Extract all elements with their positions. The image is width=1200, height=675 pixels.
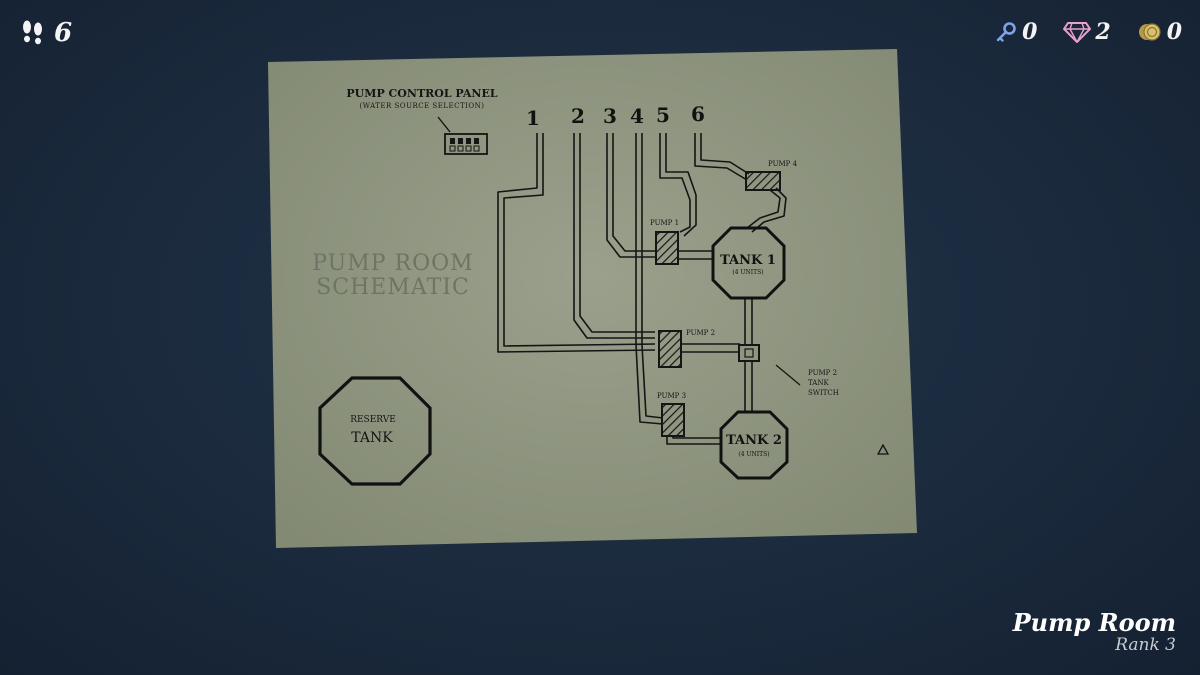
pipes — [497, 133, 787, 445]
coins-count: 0 — [1166, 19, 1182, 45]
steps-counter: 6 — [18, 18, 72, 48]
tank-2-units: (4 UNITS) — [738, 451, 769, 458]
inventory-coins: 0 — [1137, 20, 1182, 44]
reserve-tank-line1: RESERVE — [350, 415, 396, 425]
coin-icon — [1138, 23, 1161, 41]
pipe-number-2: 2 — [571, 104, 585, 128]
pump-2-tank-switch: PUMP 2 TANK SWITCH — [738, 344, 839, 397]
switch-label-line3: SWITCH — [808, 389, 839, 397]
reserve-tank: RESERVE TANK — [318, 376, 432, 486]
pipe-number-4: 4 — [630, 104, 644, 128]
tank-1: TANK 1 (4 UNITS) — [711, 226, 786, 300]
key-icon — [996, 22, 1016, 42]
pump-4: PUMP 4 — [745, 160, 798, 191]
room-rank: Rank 3 — [1115, 635, 1176, 656]
steps-count: 6 — [54, 18, 73, 48]
footsteps-icon — [23, 20, 42, 45]
cursor-icon — [877, 444, 889, 455]
pump-3: PUMP 3 — [657, 392, 686, 437]
pump-2-label: PUMP 2 — [686, 329, 715, 337]
control-panel-pointer — [437, 116, 451, 133]
room-info: Pump Room Rank 3 — [1012, 607, 1176, 656]
pump-1-label: PUMP 1 — [650, 219, 679, 227]
pump-3-label: PUMP 3 — [657, 392, 686, 400]
gem-icon — [1063, 22, 1092, 43]
switch-label-line2: TANK — [808, 379, 829, 387]
pipe-number-6: 6 — [691, 102, 705, 126]
room-name: Pump Room — [1012, 607, 1176, 637]
control-panel-title: PUMP CONTROL PANEL — [346, 87, 497, 100]
tank-2-name: TANK 2 — [726, 433, 782, 448]
inventory-gems: 2 — [1063, 19, 1111, 45]
pipe-number-1: 1 — [526, 106, 540, 130]
control-panel-subtitle: (WATER SOURCE SELECTION) — [360, 102, 485, 110]
tank-2: TANK 2 (4 UNITS) — [719, 410, 789, 480]
control-panel-switch — [444, 133, 488, 155]
pipe-number-3: 3 — [603, 104, 617, 128]
schematic-title-line1: PUMP ROOM — [312, 251, 473, 276]
tank-1-units: (4 UNITS) — [732, 269, 763, 276]
pump-4-label: PUMP 4 — [768, 160, 798, 168]
pump-2: PUMP 2 — [658, 329, 715, 368]
keys-count: 0 — [1022, 19, 1038, 45]
switch-label-line1: PUMP 2 — [808, 369, 837, 377]
inventory-bar: 0 2 0 — [994, 20, 1182, 44]
tank-1-name: TANK 1 — [720, 253, 776, 268]
schematic-title-line2: SCHEMATIC — [316, 275, 470, 300]
gems-count: 2 — [1095, 19, 1111, 45]
pipe-number-5: 5 — [656, 103, 670, 127]
reserve-tank-line2: TANK — [351, 430, 393, 446]
inventory-keys: 0 — [994, 20, 1037, 44]
pump-1: PUMP 1 — [650, 219, 679, 265]
